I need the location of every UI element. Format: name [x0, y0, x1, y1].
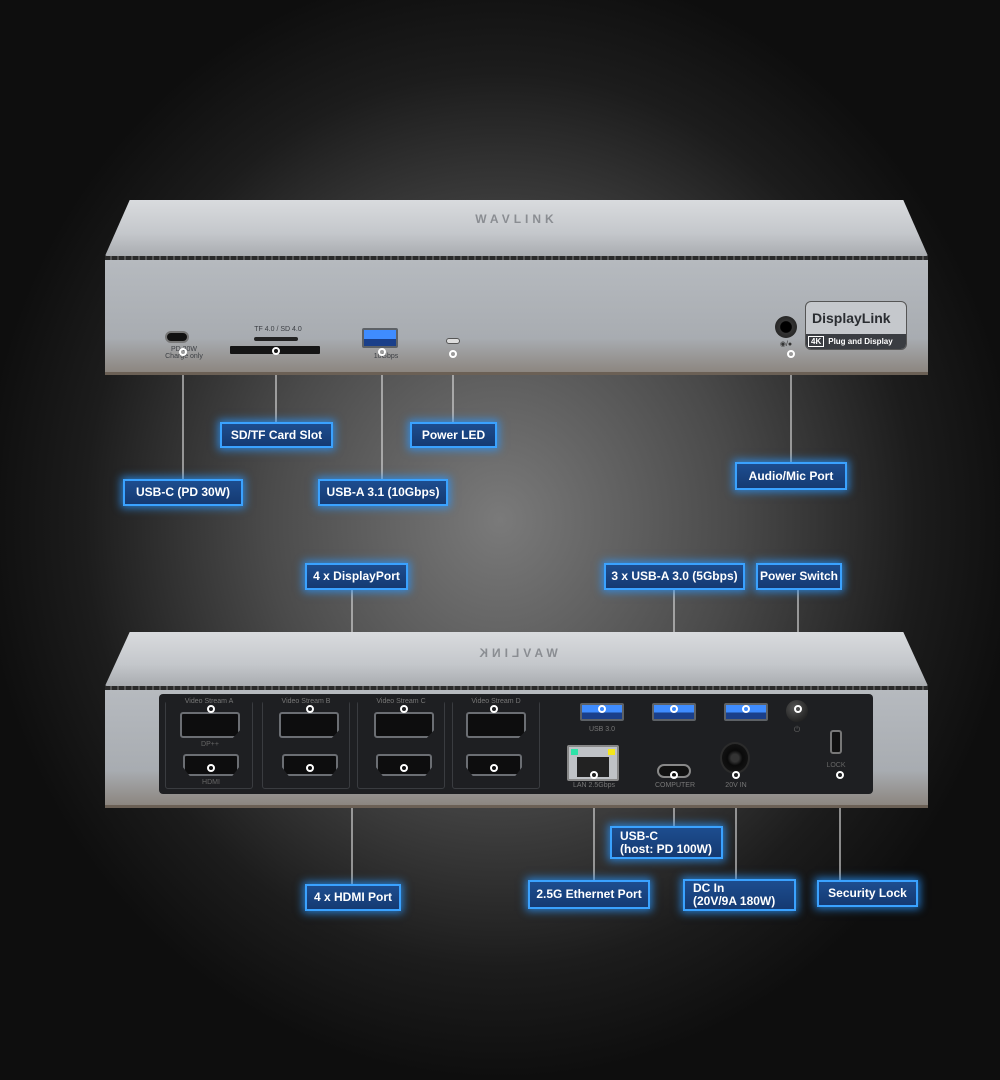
displaylink-4k: 4K — [808, 336, 825, 347]
label-displayport: 4 x DisplayPort — [305, 563, 408, 590]
callout-dot — [787, 350, 795, 358]
callout-dot — [207, 705, 215, 713]
label-sd-tf-card-slot: SD/TF Card Slot — [220, 422, 333, 448]
usb-c-port-front[interactable] — [165, 331, 189, 343]
displaylink-text: DisplayLink — [812, 310, 891, 326]
label-usb-c-host: USB-C (host: PD 100W) — [610, 826, 723, 859]
dock-top-lid: WAVLINK — [105, 632, 928, 686]
label-usb-c-host-line1: USB-C — [620, 828, 658, 843]
label-usb-c-pd30: USB-C (PD 30W) — [123, 479, 243, 506]
callout-dot — [742, 705, 750, 713]
label-dc-in-line2: (20V/9A 180W) — [693, 894, 776, 908]
callout-dot — [490, 764, 498, 772]
dock-front-view: WAVLINK — [105, 200, 928, 378]
label-dc-in-line1: DC In — [693, 881, 725, 895]
callout-dot — [590, 771, 598, 779]
callout-dot — [378, 348, 386, 356]
label-power-switch: Power Switch — [756, 563, 842, 590]
displaylink-plug: Plug and Display — [828, 337, 893, 346]
brand-logo: WAVLINK — [475, 212, 558, 226]
label-ethernet: 2.5G Ethernet Port — [528, 880, 650, 909]
label-security-lock: Security Lock — [817, 880, 918, 907]
vent-strip — [105, 256, 928, 260]
callout-dot — [794, 705, 802, 713]
audio-jack[interactable] — [775, 316, 797, 338]
label-audio-mic-port: Audio/Mic Port — [735, 462, 847, 490]
callout-dot — [598, 705, 606, 713]
stream-label: Video Stream D — [453, 698, 539, 705]
video-stream-group-b: Video Stream B — [262, 698, 350, 789]
callout-dot — [400, 764, 408, 772]
card-slot-caption: TF 4.0 / SD 4.0 — [254, 326, 302, 333]
callout-dot — [179, 348, 187, 356]
callout-dot — [207, 764, 215, 772]
usbc-caption-2: Charge only — [165, 353, 203, 360]
label-usb-a-30: 3 x USB-A 3.0 (5Gbps) — [604, 563, 745, 590]
callout-dot — [306, 764, 314, 772]
video-stream-group-a: Video Stream A — [165, 698, 253, 789]
callout-dot — [449, 350, 457, 358]
callout-dot — [670, 705, 678, 713]
dc-caption: 20V IN — [725, 782, 747, 789]
callout-dot — [400, 705, 408, 713]
usba-front-caption: 10Gbps — [373, 353, 399, 360]
callout-dot — [272, 347, 280, 355]
security-lock-slot[interactable] — [830, 730, 842, 754]
ethernet-led-yellow — [608, 749, 615, 755]
callout-dot — [306, 705, 314, 713]
video-stream-group-c: Video Stream C — [357, 698, 445, 789]
usb-a-31-port[interactable] — [362, 328, 398, 348]
displayport-4[interactable] — [466, 712, 526, 738]
dc-in-jack[interactable] — [720, 742, 750, 774]
stream-label: Video Stream A — [166, 698, 252, 705]
usb3-caption: USB 3.0 — [588, 726, 616, 733]
displayport-1[interactable] — [180, 712, 240, 738]
power-led — [446, 338, 460, 344]
stream-label: Video Stream C — [358, 698, 444, 705]
lock-caption: LOCK — [826, 762, 846, 769]
label-power-led: Power LED — [410, 422, 497, 448]
label-hdmi: 4 x HDMI Port — [305, 884, 401, 911]
callout-dot — [836, 771, 844, 779]
callout-dot — [732, 771, 740, 779]
computer-caption: COMPUTER — [654, 782, 696, 789]
tf-card-slot[interactable] — [254, 337, 298, 341]
dock-top-lid: WAVLINK — [105, 200, 928, 256]
displaylink-badge: DisplayLink 4K Plug and Display — [805, 301, 907, 350]
power-icon: ⏻ — [793, 725, 801, 734]
headphone-mic-icon: ◉/● — [779, 341, 793, 348]
label-dc-in: DC In (20V/9A 180W) — [683, 879, 796, 911]
callout-dot — [670, 771, 678, 779]
ethernet-led-green — [571, 749, 578, 755]
stream-label: Video Stream B — [263, 698, 349, 705]
label-usb-a-31: USB-A 3.1 (10Gbps) — [318, 479, 448, 506]
label-usb-c-host-line2: (host: PD 100W) — [620, 841, 713, 856]
displayport-3[interactable] — [374, 712, 434, 738]
hdmi-caption: HDMI — [202, 779, 220, 786]
dp-caption: DP++ — [201, 741, 219, 748]
vent-strip — [105, 686, 928, 690]
callout-dot — [490, 705, 498, 713]
brand-logo-mirrored: WAVLINK — [475, 646, 558, 660]
displayport-2[interactable] — [279, 712, 339, 738]
video-stream-group-d: Video Stream D — [452, 698, 540, 789]
lan-caption: LAN 2.5Gbps — [572, 782, 616, 789]
